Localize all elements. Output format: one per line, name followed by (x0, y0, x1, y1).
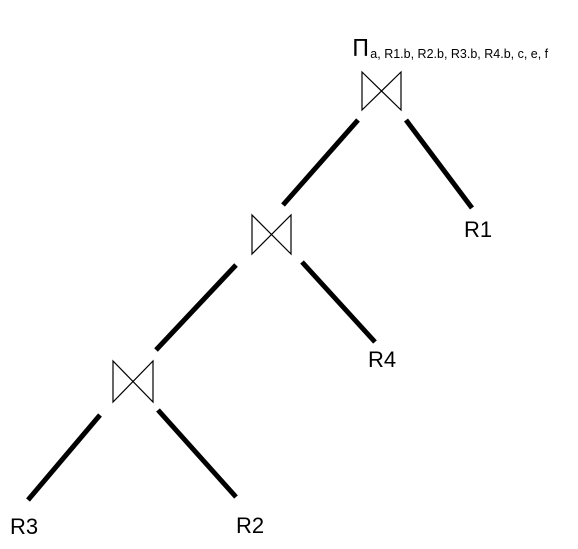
relation-r4-label: R4 (368, 347, 397, 372)
relation-r2-label: R2 (236, 513, 265, 538)
natural-join-icon (251, 213, 292, 256)
relation-r3-label: R3 (10, 514, 39, 539)
edge-top-join-to-r1 (404, 118, 474, 210)
edge-top-join-to-middle-join (281, 118, 360, 207)
projection-label: Πa, R1.b, R2.b, R3.b, R4.b, c, e, f (352, 38, 548, 61)
projection-attributes: a, R1.b, R2.b, R3.b, R4.b, c, e, f (370, 47, 549, 61)
relation-r1-label: R1 (464, 217, 493, 242)
natural-join-icon (112, 359, 154, 404)
edge-middle-join-to-bottom-join (154, 263, 238, 352)
edge-bottom-join-to-r3 (26, 413, 102, 502)
projection-symbol: Π (352, 36, 370, 62)
natural-join-icon (361, 70, 402, 112)
edge-bottom-join-to-r2 (156, 408, 238, 499)
edge-middle-join-to-r4 (300, 260, 377, 344)
